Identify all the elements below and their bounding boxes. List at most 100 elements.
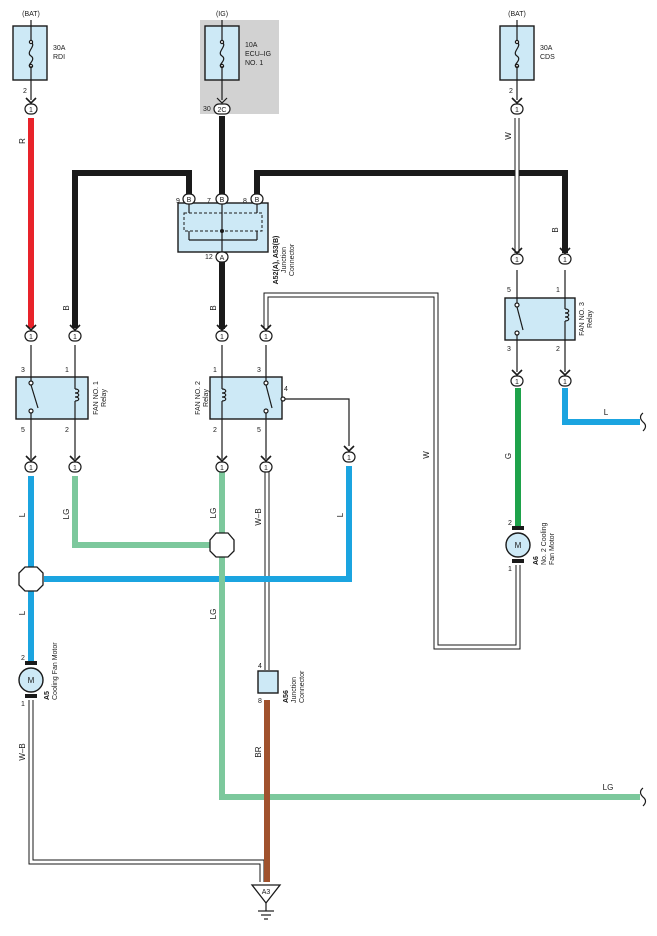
fan1-pin-2: 2: [65, 427, 69, 434]
motor-a5-symbol: M: [28, 676, 35, 685]
svg-text:1: 1: [563, 257, 567, 264]
fuse-ecu-ig-name2: NO. 1: [245, 60, 263, 67]
source-ig: (IG): [216, 11, 228, 18]
junction-a56: 4 8 A56 Junction Connector: [257, 663, 306, 705]
fuse-ecu-ig-name1: ECU–IG: [245, 51, 271, 58]
junction-sub1: Junction: [281, 247, 288, 273]
svg-text:1: 1: [73, 334, 77, 341]
svg-text:1: 1: [264, 334, 268, 341]
relay-fan2: 1 3 2 5 4 FAN NO. 2 Relay: [195, 345, 288, 459]
fan3-pin-1: 1: [556, 287, 560, 294]
connector-pin-fan1-out-5: 1: [24, 455, 38, 473]
svg-text:1: 1: [515, 257, 519, 264]
motor-a5: M 2 1 A5 Cooling Fan Motor: [18, 642, 59, 708]
fuse-cds-name: CDS: [540, 54, 555, 61]
svg-text:1: 1: [515, 107, 519, 114]
fan1-pin-1: 1: [65, 367, 69, 374]
relay-fan1: 3 1 5 2 FAN NO. 1 Relay: [15, 345, 108, 459]
motor-a6-pin-bottom: 1: [508, 566, 512, 573]
connector-pin-rdi: 1: [24, 97, 38, 115]
motor-a6-name1: No. 2 Cooling: [541, 522, 548, 565]
label-g: G: [504, 453, 513, 459]
wire-w-loop: [263, 292, 521, 650]
label-l-a5: L: [18, 610, 27, 615]
lightgreen-wires: [72, 466, 640, 800]
fan2-pin-3: 3: [257, 367, 261, 374]
junction-pin-7: 7: [207, 198, 211, 205]
fan3-pin-2: 2: [556, 346, 560, 353]
relay-fan3: 5 1 3 2 FAN NO. 3 Relay: [504, 270, 594, 372]
connector-pin-cds: 1: [510, 97, 524, 115]
blue-wires: [28, 388, 640, 661]
motor-a6-id: A6: [533, 556, 540, 565]
junction-pin-a-12: A: [215, 251, 229, 263]
label-br: BR: [254, 746, 263, 757]
junction-sub2: Connector: [289, 243, 296, 276]
fan2-name: FAN NO. 2: [195, 381, 202, 415]
motor-a6-name2: Fan Motor: [549, 532, 556, 565]
connector-pin-fan2-out-2: 1: [215, 455, 229, 473]
fan1-pin-5: 5: [21, 427, 25, 434]
fuse-cds-pin: 2: [509, 88, 513, 95]
black-wires: [72, 116, 568, 329]
wire-fan2-pin4: [283, 398, 350, 446]
fuse-rdi: 30A RDI 2: [12, 20, 66, 100]
source-bat-right: (BAT): [508, 11, 526, 18]
motor-a5-pin-top: 2: [21, 655, 25, 662]
label-b-fan2: B: [209, 305, 218, 310]
wire-wb-a5: [28, 700, 265, 882]
fan1-pin-3: 3: [21, 367, 25, 374]
svg-text:1: 1: [563, 379, 567, 386]
junction-pin-b-7: B: [215, 193, 229, 205]
fuse-rdi-name: RDI: [53, 54, 65, 61]
junction-pin-b-8: B: [250, 193, 264, 205]
connector-pin-fan2-out-5: 1: [259, 455, 273, 473]
a56-pin-bottom: 8: [258, 698, 262, 705]
label-b-fan3: B: [551, 227, 560, 232]
ground-a3-label: A3: [262, 889, 271, 896]
connector-pin-fan3-out-3: 1: [510, 369, 524, 387]
wire-break-l: [639, 412, 647, 432]
a56-sub1: Junction: [291, 677, 298, 703]
svg-text:A: A: [220, 255, 225, 262]
junction-a52-a53: 9 7 8 12 A52(A), A53(B) Junction Connect…: [176, 198, 296, 284]
connector-pin-fan3-in-1: 1: [558, 247, 572, 265]
fan3-name: FAN NO. 3: [579, 302, 586, 336]
connector-pin-fan2-out-4: 1: [342, 445, 356, 463]
fan1-name: FAN NO. 1: [93, 381, 100, 415]
junction-pin-9: 9: [176, 198, 180, 205]
svg-text:B: B: [187, 197, 192, 204]
source-bat-left: (BAT): [22, 11, 40, 18]
label-wb-fan2: W–B: [254, 508, 263, 525]
label-l-fan1: L: [18, 512, 27, 517]
svg-text:B: B: [220, 197, 225, 204]
a56-id: A56: [283, 690, 290, 703]
junction-title: A52(A), A53(B): [273, 236, 280, 285]
fan2-pin-4: 4: [284, 386, 288, 393]
svg-text:1: 1: [264, 465, 268, 472]
junction-pin-b-9: B: [182, 193, 196, 205]
fan1-sub: Relay: [101, 389, 108, 407]
svg-text:1: 1: [29, 334, 33, 341]
connector-pin-fan3-out-2: 1: [558, 369, 572, 387]
a56-sub2: Connector: [299, 670, 306, 703]
connector-pins: 1 1 1 1 1 1 1 1 1 1 1 1 1 1 1: [24, 97, 572, 473]
connector-pin-fan3-in-5: 1: [510, 247, 524, 265]
svg-text:1: 1: [73, 465, 77, 472]
label-lg-fan2: LG: [209, 508, 218, 519]
label-wb-a5: W–B: [18, 743, 27, 760]
fuse-ecu-ig-amp: 10A: [245, 42, 258, 49]
fan3-sub: Relay: [587, 310, 594, 328]
connector-2c: 2C: [213, 97, 231, 115]
fuse-rdi-amp: 30A: [53, 45, 66, 52]
connector-pin-fan1-out-2: 1: [68, 455, 82, 473]
label-l-fan3: L: [604, 408, 609, 417]
wire-break-lg: [639, 787, 647, 807]
label-l-fan2: L: [336, 512, 345, 517]
svg-text:1: 1: [347, 455, 351, 462]
junction-pin-12: 12: [205, 254, 213, 261]
connector-pin-fan1-in-3: 1: [24, 324, 38, 342]
label-w-loop: W: [422, 451, 431, 459]
svg-text:1: 1: [515, 379, 519, 386]
